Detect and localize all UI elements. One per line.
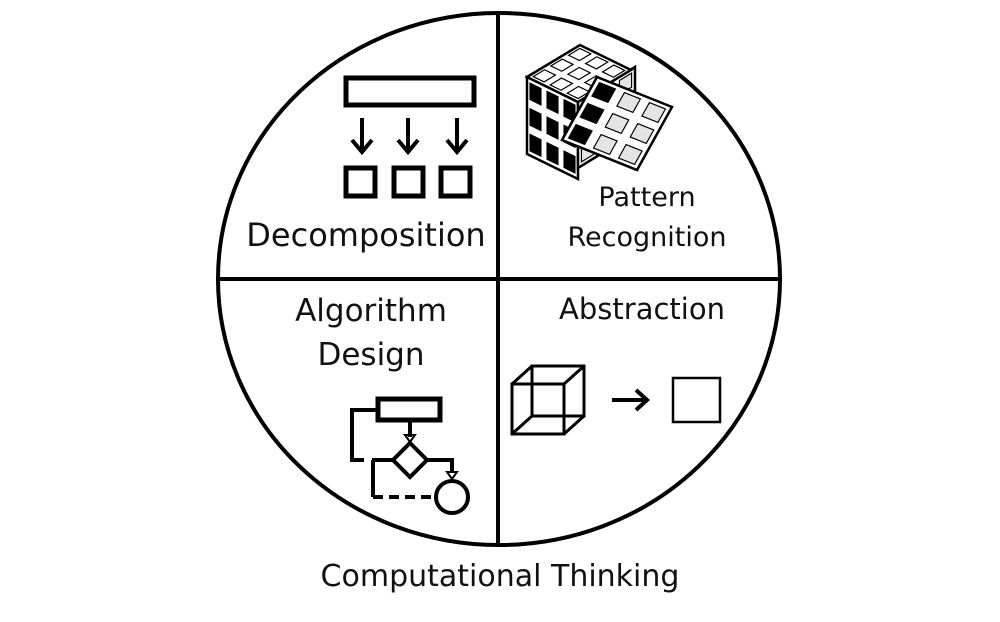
rubiks-cube-icon xyxy=(524,43,674,182)
cube-cell xyxy=(641,101,667,124)
cube-cell xyxy=(531,69,557,83)
cube-cell xyxy=(566,66,592,81)
abstraction-label: Abstraction xyxy=(559,292,725,326)
arrow-right-icon xyxy=(612,388,650,412)
cube-cell xyxy=(563,150,576,174)
cube-cell xyxy=(529,82,542,106)
cube-cell xyxy=(579,102,605,125)
abstraction-icon xyxy=(510,364,722,436)
cube-cell xyxy=(616,91,642,114)
flowchart-icon xyxy=(350,396,470,515)
pattern-recognition-label-line1: Pattern xyxy=(598,182,696,213)
circle-frame xyxy=(216,11,782,547)
cube-cell xyxy=(546,90,559,115)
cube-cell xyxy=(546,116,559,140)
cube-cell xyxy=(546,141,559,166)
decomposition-icon xyxy=(343,75,477,199)
algorithm-design-label-line2: Design xyxy=(317,337,425,373)
cube-cell xyxy=(567,123,593,146)
pattern-recognition-label-line2: Recognition xyxy=(567,222,727,253)
algorithm-design-label-line1: Algorithm xyxy=(295,293,447,329)
cube-cell xyxy=(584,56,610,70)
cube-cell xyxy=(604,112,630,135)
cube-cell xyxy=(567,47,593,62)
cube-cell xyxy=(548,77,574,91)
cube-cell xyxy=(591,81,617,104)
cube-cell xyxy=(529,107,542,132)
cube-cell xyxy=(629,122,655,145)
cube-cell xyxy=(617,143,643,166)
cube-cell xyxy=(601,64,627,78)
cube-cell xyxy=(529,133,542,158)
cube-cell xyxy=(592,133,618,156)
diagram-title: Computational Thinking xyxy=(320,559,680,594)
cube-cell xyxy=(549,58,575,72)
decomposition-label: Decomposition xyxy=(246,216,486,254)
